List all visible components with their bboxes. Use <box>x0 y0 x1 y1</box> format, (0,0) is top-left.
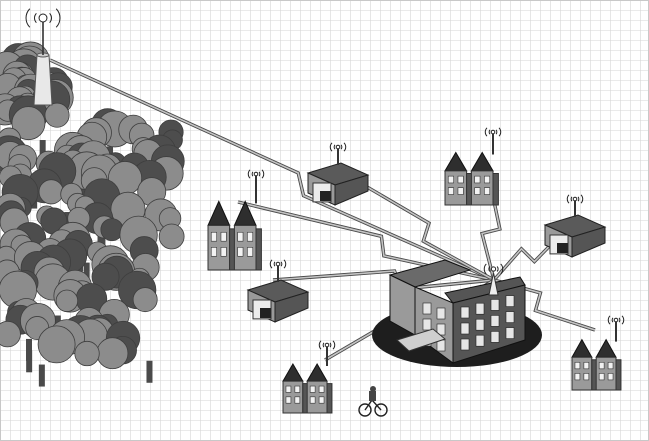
antenna-mast <box>277 264 279 282</box>
antenna-mast <box>492 132 494 155</box>
tree-icon <box>39 180 63 204</box>
house-window <box>221 232 226 241</box>
house-side <box>493 174 498 206</box>
tree-trunk <box>39 365 45 387</box>
house-window <box>458 188 463 195</box>
hub-window <box>491 315 499 326</box>
hub-window <box>491 299 499 310</box>
shop-door <box>260 308 271 318</box>
antenna-tip <box>491 267 495 271</box>
hub-window <box>461 323 469 334</box>
hub-window <box>437 308 445 319</box>
house-window <box>211 247 216 256</box>
house-window <box>310 386 315 392</box>
house-window <box>448 176 453 183</box>
house-window <box>599 373 604 380</box>
antenna-mast <box>574 199 576 217</box>
antenna-mast <box>326 345 328 366</box>
hub-window <box>423 303 431 314</box>
house-window <box>484 188 489 195</box>
antenna-tip <box>614 318 618 322</box>
house-window <box>247 232 252 241</box>
house-window <box>458 176 463 183</box>
house-window <box>310 397 315 403</box>
house-window <box>584 362 589 369</box>
tree-trunk <box>146 361 152 383</box>
tree-icon <box>45 103 69 127</box>
house-side <box>327 384 332 413</box>
house-window <box>247 247 252 256</box>
cyclist-head <box>370 386 376 392</box>
antenna-tip <box>325 343 329 347</box>
house-window <box>448 188 453 195</box>
house-window <box>475 176 480 183</box>
antenna-tip <box>491 130 495 134</box>
house-window <box>608 373 613 380</box>
house-window <box>575 362 580 369</box>
house-window <box>295 397 300 403</box>
tree-icon <box>56 290 78 312</box>
house-window <box>484 176 489 183</box>
hub-window <box>461 307 469 318</box>
hub-window <box>506 296 514 307</box>
tree-icon <box>97 338 128 369</box>
tree-trunk <box>26 350 32 372</box>
cyclist-body <box>369 391 376 401</box>
house-window <box>584 373 589 380</box>
hub-window <box>506 328 514 339</box>
hub-window <box>476 303 484 314</box>
shop-door <box>320 191 331 201</box>
house-window <box>319 397 324 403</box>
tree-icon <box>159 224 184 249</box>
hub-window <box>491 331 499 342</box>
house-window <box>295 386 300 392</box>
house-side <box>616 360 621 390</box>
house-window <box>599 362 604 369</box>
antenna-tip <box>573 197 577 201</box>
antenna-mast <box>615 320 617 342</box>
tower-body <box>34 55 52 105</box>
house-window <box>238 247 243 256</box>
tower-mast <box>42 20 44 55</box>
house-window <box>211 232 216 241</box>
hub-window <box>423 319 431 330</box>
tree-icon <box>38 326 75 363</box>
house-window <box>319 386 324 392</box>
hub-window <box>461 339 469 350</box>
tree-icon <box>101 219 123 241</box>
tree-icon <box>75 341 99 365</box>
house-window <box>575 373 580 380</box>
antenna-mast <box>255 174 257 203</box>
house-window <box>608 362 613 369</box>
house-side <box>256 229 261 270</box>
house-window <box>475 188 480 195</box>
house-window <box>221 247 226 256</box>
antenna-tip <box>276 262 280 266</box>
tree-icon <box>133 288 157 312</box>
house-window <box>238 232 243 241</box>
hub-window <box>506 312 514 323</box>
house-window <box>286 397 291 403</box>
hub-window <box>476 335 484 346</box>
shop-door <box>557 243 568 253</box>
hub-window <box>476 319 484 330</box>
antenna-tip <box>336 145 340 149</box>
antenna-tip <box>254 172 258 176</box>
house-window <box>286 386 291 392</box>
antenna-tip <box>39 14 47 22</box>
antenna-mast <box>337 147 339 165</box>
